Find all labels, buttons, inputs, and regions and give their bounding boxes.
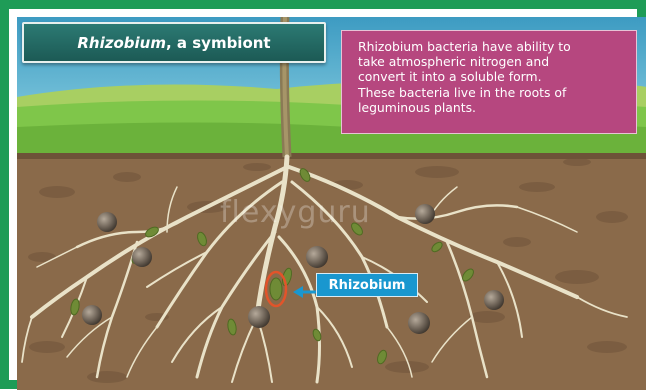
highlighted-nodule <box>270 278 282 300</box>
info-line: Rhizobium bacteria have ability to <box>358 39 624 54</box>
watermark: flexyguru <box>220 195 371 230</box>
rhizobium-label: Rhizobium <box>316 273 418 297</box>
info-line: leguminous plants. <box>358 100 624 115</box>
title-rest: , a symbiont <box>166 34 271 52</box>
title-italic: Rhizobium <box>77 34 166 52</box>
info-panel: Rhizobium bacteria have ability to take … <box>341 30 637 134</box>
info-line: These bacteria live in the roots of <box>358 85 624 100</box>
title-banner: Rhizobium, a symbiont <box>22 22 326 63</box>
info-line: take atmospheric nitrogen and <box>358 54 624 69</box>
info-line: convert it into a soluble form. <box>358 69 624 84</box>
